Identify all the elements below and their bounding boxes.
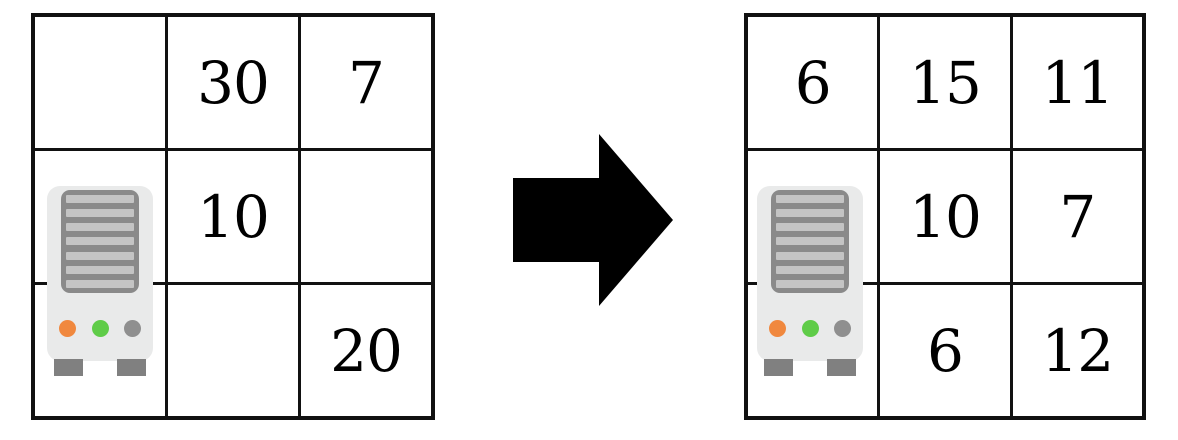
grid-cell[interactable]: 30 (168, 17, 298, 148)
grid-cell[interactable]: 12 (1012, 285, 1142, 416)
grid-cell[interactable] (35, 285, 165, 416)
grid-cell[interactable]: 6 (880, 285, 1010, 416)
grid-cell[interactable]: 15 (880, 17, 1010, 148)
grid-cell[interactable]: 10 (168, 151, 298, 282)
grid-cell[interactable] (35, 17, 165, 148)
grid-cell[interactable]: 10 (880, 151, 1010, 282)
grid-cell[interactable] (748, 285, 878, 416)
grid-cell[interactable]: 7 (1012, 151, 1142, 282)
grid-cell[interactable] (748, 151, 878, 282)
grid-cell[interactable]: 6 (748, 17, 878, 148)
grid-cell[interactable]: 7 (301, 17, 431, 148)
transformation-arrow-icon (513, 134, 673, 306)
before-grid: 30 7 10 20 (31, 13, 435, 420)
grid-cell[interactable] (168, 285, 298, 416)
grid-cell[interactable] (35, 151, 165, 282)
after-grid: 6 15 11 10 7 6 12 (744, 13, 1146, 420)
grid-cell[interactable]: 20 (301, 285, 431, 416)
grid-cell[interactable]: 11 (1012, 17, 1142, 148)
grid-cell[interactable] (301, 151, 431, 282)
